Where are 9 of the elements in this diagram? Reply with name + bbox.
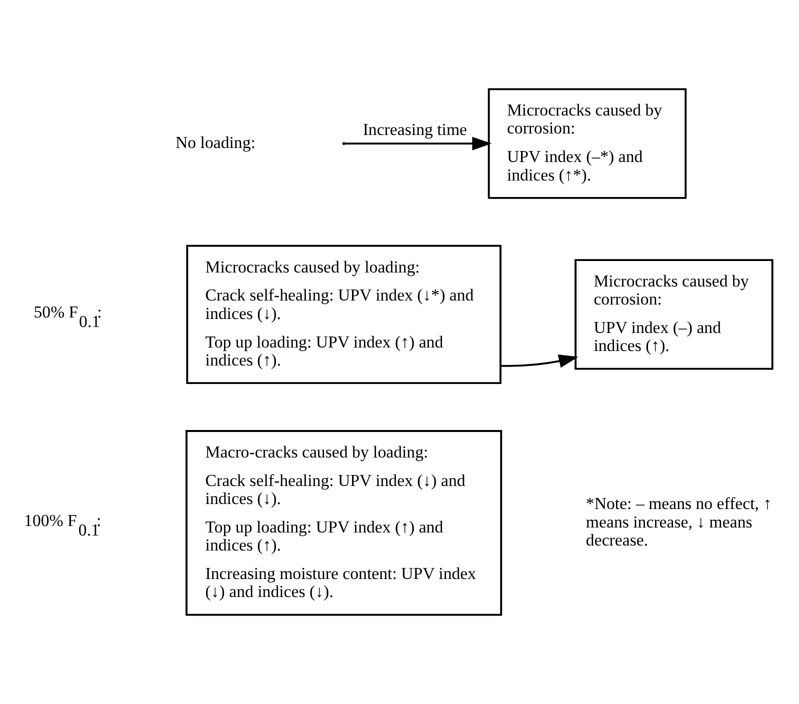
arrow: [500, 354, 578, 368]
edge-label: Increasing time: [362, 120, 468, 140]
node-box: Microcracks caused by corrosion: UPV index (–) and indices (↑).: [574, 259, 774, 370]
node-box: Microcracks caused by loading: Crack self-healing: UPV index (↓*) and indices (↓). Top up loading: UPV index (↑) and indices (↑).: [186, 244, 502, 384]
label: *Note: – means no effect, ↑ means increase, ↓ means decrease.: [586, 494, 772, 550]
node-box: Macro-cracks caused by loading: Crack self-healing: UPV index (↓) and indices (↓). Top up loading: UPV index (↑) and indices (↑). Increasing moisture content: UPV index (↓) and indices (↓).: [186, 430, 502, 616]
label: No loading:: [176, 132, 256, 152]
arrow: [344, 136, 492, 150]
node-box: Microcracks caused by corrosion: UPV index (–*) and indices (↑*).: [488, 88, 687, 199]
